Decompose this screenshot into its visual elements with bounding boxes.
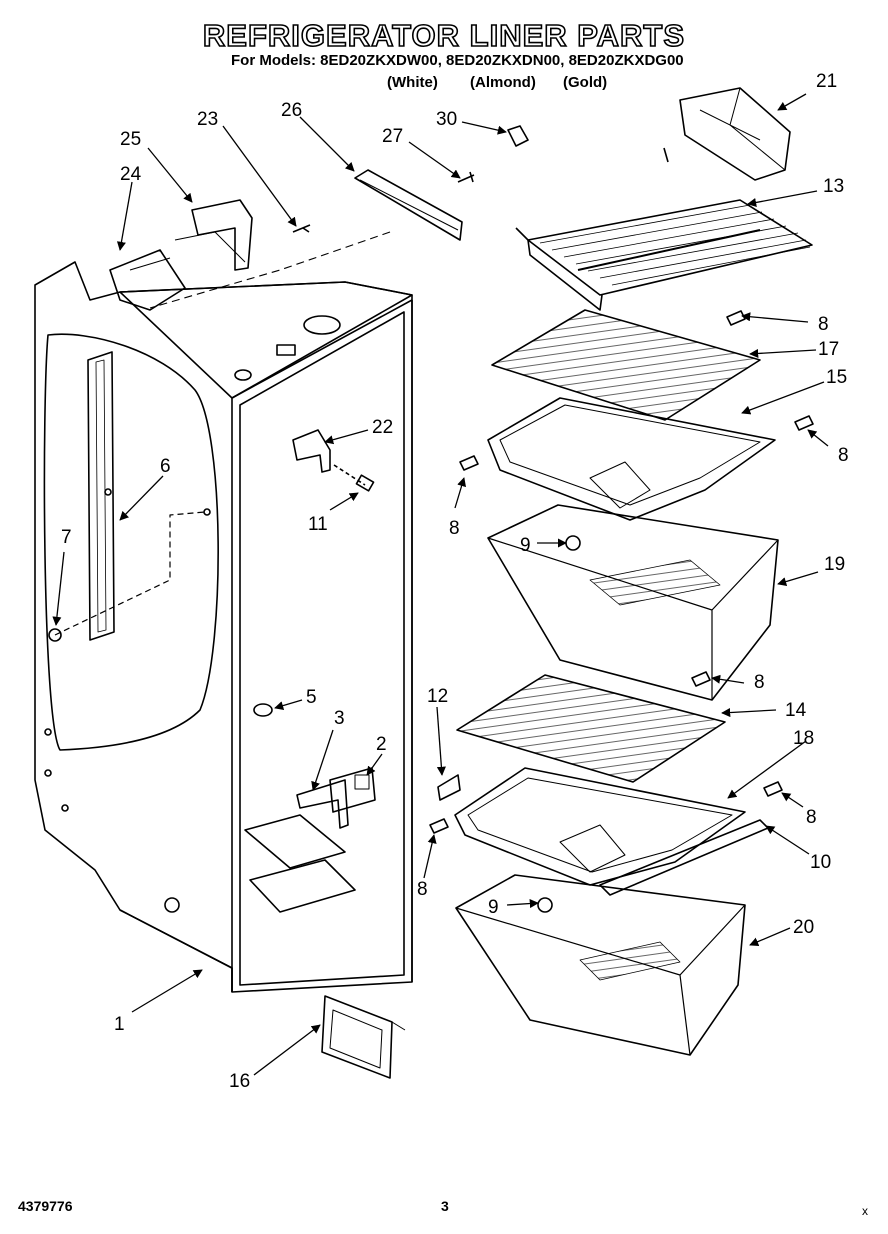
part-label: 8 bbox=[806, 807, 817, 828]
crisper-pan-19 bbox=[487, 504, 779, 701]
part-label: 11 bbox=[308, 514, 328, 535]
document-number: 4379776 bbox=[18, 1198, 73, 1214]
air-diffuser-26 bbox=[354, 169, 463, 241]
part-label: 26 bbox=[281, 100, 302, 121]
part-label: 18 bbox=[793, 728, 814, 749]
part-label: 3 bbox=[334, 708, 345, 729]
part-label: 1 bbox=[114, 1014, 125, 1035]
corner-mark: x bbox=[862, 1204, 868, 1218]
glass-shelf-14 bbox=[456, 674, 726, 783]
crisper-rail-10 bbox=[599, 819, 769, 896]
part-label: 9 bbox=[520, 535, 531, 556]
screw-11 bbox=[355, 474, 375, 492]
color-white: (White) bbox=[387, 74, 438, 91]
color-almond: (Almond) bbox=[470, 74, 536, 91]
part-label: 2 bbox=[376, 734, 387, 755]
part-label: 9 bbox=[488, 897, 499, 918]
part-label: 15 bbox=[826, 367, 847, 388]
crisper-cover-frame-15 bbox=[487, 397, 776, 521]
pin-8 bbox=[429, 818, 449, 834]
part-label: 27 bbox=[382, 126, 403, 147]
leader-lines bbox=[52, 93, 829, 1076]
cover-16 bbox=[321, 995, 393, 1079]
part-label: 5 bbox=[306, 687, 317, 708]
part-label: 25 bbox=[120, 129, 141, 150]
crisper-cover-frame-18 bbox=[454, 767, 746, 886]
part-label: 20 bbox=[793, 917, 814, 938]
clip-30 bbox=[507, 125, 529, 147]
part-label: 16 bbox=[229, 1071, 250, 1092]
part-label: 22 bbox=[372, 417, 393, 438]
part-label: 8 bbox=[818, 314, 829, 335]
pin-8 bbox=[459, 455, 479, 471]
pin-9 bbox=[537, 897, 553, 913]
pin-9 bbox=[565, 535, 581, 551]
part-labels: 21 23 26 30 27 25 24 13 8 17 15 8 22 6 8… bbox=[61, 71, 849, 1092]
screw-7 bbox=[48, 628, 62, 642]
pin-8 bbox=[794, 415, 814, 431]
page-number: 3 bbox=[441, 1198, 449, 1214]
color-gold: (Gold) bbox=[563, 74, 608, 91]
part-label: 17 bbox=[818, 339, 839, 360]
cover-2 bbox=[329, 767, 376, 813]
plug-5 bbox=[253, 703, 273, 717]
diagram-title: REFRIGERATOR LINER PARTS bbox=[202, 17, 686, 54]
part-label: 30 bbox=[436, 109, 457, 130]
part-label: 6 bbox=[160, 456, 171, 477]
bracket-3 bbox=[296, 779, 349, 829]
bracket-22 bbox=[292, 429, 331, 473]
cabinet-liner bbox=[34, 261, 413, 993]
crisper-pan-20 bbox=[455, 874, 746, 1056]
wire-shelf-13 bbox=[515, 147, 813, 311]
divider-12 bbox=[437, 774, 461, 801]
part-label: 23 bbox=[197, 109, 218, 130]
pin-8 bbox=[726, 310, 746, 326]
part-label: 8 bbox=[754, 672, 765, 693]
part-label: 21 bbox=[816, 71, 837, 92]
screw-23 bbox=[292, 224, 311, 233]
dairy-bin-21 bbox=[679, 87, 791, 181]
part-label: 8 bbox=[417, 879, 428, 900]
part-label: 8 bbox=[449, 518, 460, 539]
part-label: 13 bbox=[823, 176, 844, 197]
screw-27 bbox=[457, 171, 475, 183]
part-label: 8 bbox=[838, 445, 849, 466]
pin-8 bbox=[691, 671, 711, 687]
part-label: 10 bbox=[810, 852, 831, 873]
part-label: 14 bbox=[785, 700, 807, 721]
part-label: 12 bbox=[427, 686, 448, 707]
shelf-rail bbox=[87, 351, 115, 641]
control-housing-24 bbox=[109, 249, 186, 311]
glass-shelf-17 bbox=[491, 309, 761, 421]
model-numbers: For Models: 8ED20ZKXDW00, 8ED20ZKXDN00, … bbox=[231, 52, 684, 69]
part-label: 24 bbox=[120, 164, 142, 185]
part-label: 19 bbox=[824, 554, 845, 575]
pin-8 bbox=[763, 781, 783, 797]
part-label: 7 bbox=[61, 527, 72, 548]
